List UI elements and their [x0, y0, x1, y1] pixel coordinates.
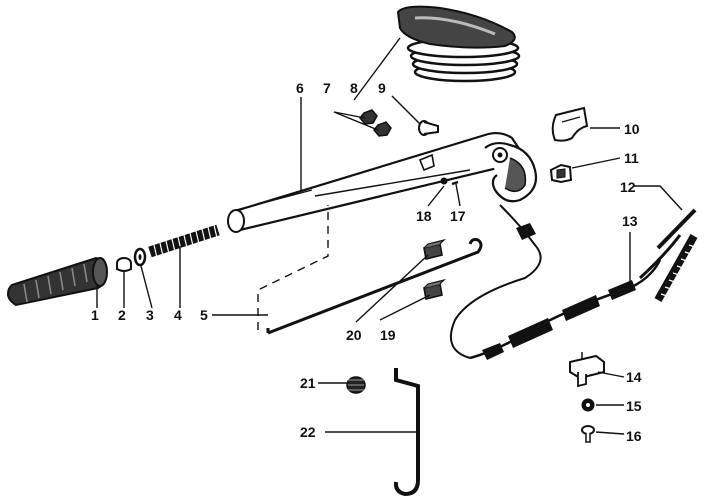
callout-4: 4 — [174, 307, 182, 323]
bolt-part — [418, 120, 439, 136]
hook-rod-part — [393, 368, 420, 497]
callout-11: 11 — [624, 150, 639, 166]
callout-17: 17 — [450, 208, 466, 224]
callout-labels: 1 2 3 4 5 6 7 8 9 10 11 12 13 14 15 16 1… — [91, 80, 642, 444]
grip-part — [6, 256, 108, 307]
rod-spring-part — [654, 208, 698, 302]
release-button-part — [116, 257, 132, 272]
callout-20: 20 — [346, 327, 362, 343]
callout-14: 14 — [626, 369, 642, 385]
callout-3: 3 — [146, 307, 154, 323]
handbrake-lever-part — [227, 131, 538, 233]
spring-part — [148, 224, 220, 259]
callout-1: 1 — [91, 307, 99, 323]
callout-2: 2 — [118, 307, 126, 323]
pin-18-part — [440, 177, 448, 185]
callout-15: 15 — [626, 398, 642, 414]
leader-lines — [96, 37, 683, 435]
callout-16: 16 — [626, 428, 642, 444]
screw-part — [581, 425, 595, 443]
callout-19: 19 — [380, 327, 396, 343]
clamp-part — [549, 163, 573, 184]
mount-bracket-part — [569, 352, 605, 388]
washer-part — [133, 247, 147, 267]
cable-part — [450, 204, 682, 360]
callout-8: 8 — [350, 80, 358, 96]
callout-7: 7 — [323, 80, 331, 96]
callout-18: 18 — [416, 208, 432, 224]
lower-washer-part — [581, 398, 595, 412]
callout-21: 21 — [300, 375, 316, 391]
coil-21-part — [346, 376, 366, 394]
pin-17-part — [451, 180, 459, 186]
callout-9: 9 — [378, 80, 386, 96]
clip-20-part — [423, 238, 446, 260]
push-rod-part — [266, 238, 483, 335]
bracket-cover-part — [551, 106, 589, 142]
callout-6: 6 — [296, 80, 304, 96]
rubber-boot-part — [396, 5, 521, 83]
callout-10: 10 — [624, 121, 640, 137]
callout-12: 12 — [620, 179, 636, 195]
callout-13: 13 — [622, 213, 638, 229]
assembly-guide-line — [257, 205, 329, 330]
callout-22: 22 — [300, 424, 316, 440]
nuts-part — [359, 109, 392, 137]
callout-5: 5 — [200, 307, 208, 323]
